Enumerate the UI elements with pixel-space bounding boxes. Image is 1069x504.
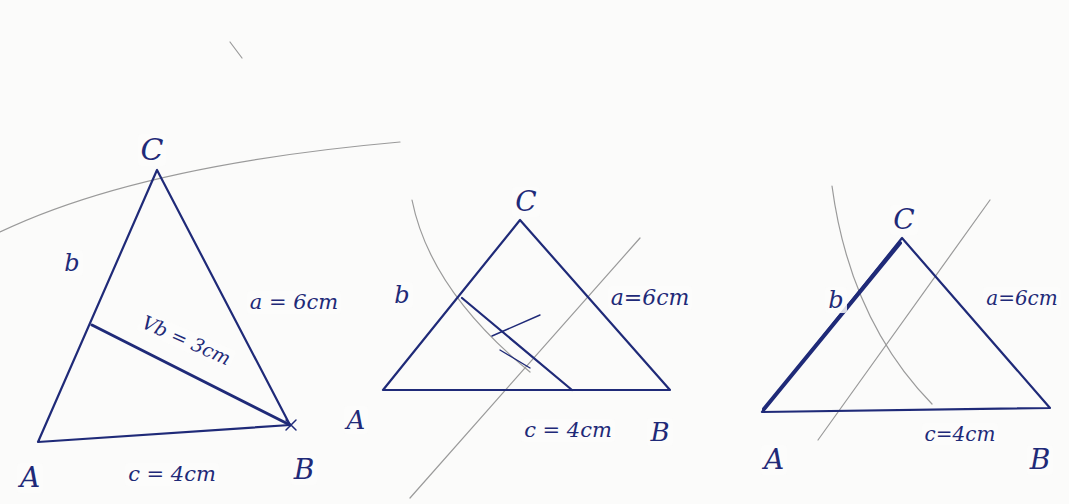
side-label: b [825, 287, 846, 313]
point-mark [286, 420, 296, 430]
vertex-label: A [761, 445, 787, 475]
side-length: a = 6cm [247, 291, 342, 314]
vertex-label: C [138, 134, 167, 166]
pencil-arc [832, 186, 932, 404]
vertex-label: A [344, 406, 369, 434]
side-b-emphasis [764, 243, 900, 409]
side-length: a=6cm [608, 286, 693, 310]
pencil-mark [230, 42, 242, 58]
side-length: c = 4cm [521, 419, 615, 442]
vertex-label: C [512, 187, 539, 217]
vertex-label: A [17, 463, 43, 493]
pencil-arc [412, 200, 530, 372]
construction-marks [492, 315, 540, 368]
side-length: a=6cm [983, 287, 1061, 309]
pencil-line [818, 200, 990, 440]
pencil-line [410, 238, 640, 498]
triangle-outline [762, 238, 1050, 412]
side-length: c=4cm [922, 423, 999, 445]
vertex-label: C [890, 205, 917, 235]
pencil-arc [0, 142, 400, 232]
height-length: Vb = 3cm [136, 310, 236, 370]
vertex-label: B [647, 418, 672, 446]
side-label: b [391, 282, 412, 308]
vertex-label: B [291, 455, 318, 485]
height-segment [462, 298, 572, 390]
vertex-label: B [1027, 445, 1054, 475]
side-label: b [61, 250, 82, 276]
side-length: c = 4cm [125, 463, 219, 486]
